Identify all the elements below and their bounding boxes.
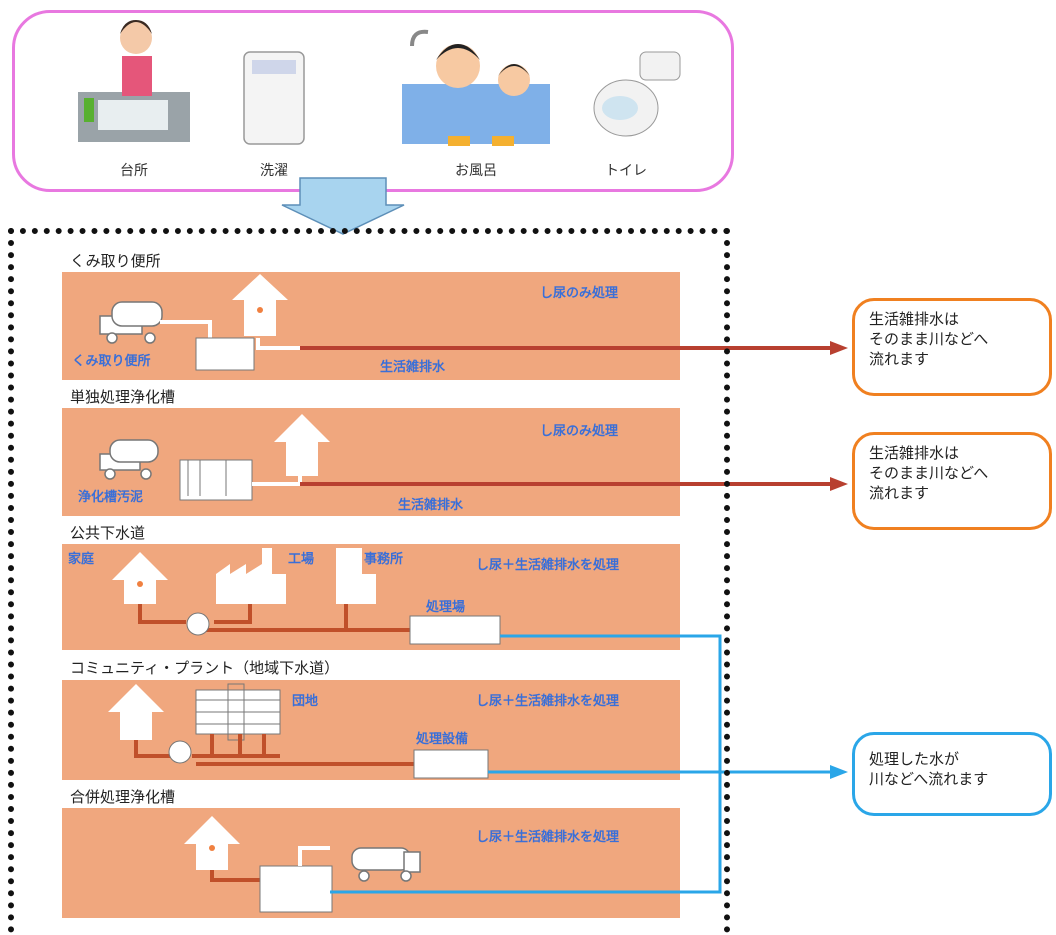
section-title-community: コミュニティ・プラント（地域下水道） <box>70 659 340 677</box>
label-treatment-plant: 処理場 <box>426 600 466 615</box>
section-title-kumitori: くみ取り便所 <box>70 252 161 270</box>
toilet-label: トイレ <box>605 163 647 179</box>
kitchen-icon <box>78 20 190 142</box>
callout-untreated-2-line2: そのまま川などへ <box>869 464 989 482</box>
office-icon <box>336 548 362 604</box>
treated-water-line <box>330 634 722 894</box>
label-graywater-1: 生活雑排水 <box>380 360 446 375</box>
laundry-label: 洗濯 <box>260 163 288 179</box>
label-office: 事務所 <box>364 552 404 567</box>
vacuum-truck-icon <box>351 847 421 882</box>
vacuum-truck-icon <box>99 439 159 480</box>
callout-untreated-1-line3: 流れます <box>869 350 930 368</box>
house-icon <box>108 684 164 740</box>
label-treatment-facility: 処理設備 <box>416 732 469 747</box>
tag-tandoku: し尿のみ処理 <box>540 424 619 439</box>
callout-untreated-1-line1: 生活雑排水は <box>869 310 960 328</box>
house-icon <box>112 552 168 604</box>
callout-untreated-1-line2: そのまま川などへ <box>869 330 989 348</box>
treatment-facility <box>413 749 489 779</box>
house-icon <box>232 274 288 336</box>
washing-machine-icon <box>243 51 305 145</box>
label-septic-sludge: 浄化槽汚泥 <box>78 490 144 505</box>
tag-community: し尿＋生活雑排水を処理 <box>476 694 620 709</box>
combined-septic-tank <box>259 865 333 913</box>
callout-untreated-2-line1: 生活雑排水は <box>869 444 960 462</box>
section-title-gesuido: 公共下水道 <box>70 524 146 542</box>
band-kumitori <box>62 272 680 380</box>
down-arrow-icon <box>281 177 405 235</box>
callout-treated: 処理した水が 川などへ流れます <box>852 732 1052 816</box>
section-title-tandoku: 単独処理浄化槽 <box>70 388 176 406</box>
treatment-plant <box>409 615 501 645</box>
label-home: 家庭 <box>68 552 95 567</box>
bath-label: お風呂 <box>455 163 497 179</box>
tag-gappei: し尿＋生活雑排水を処理 <box>476 830 620 845</box>
band-tandoku <box>62 408 680 516</box>
callout-untreated-2: 生活雑排水は そのまま川などへ 流れます <box>852 432 1052 530</box>
section-title-gappei: 合併処理浄化槽 <box>70 788 176 806</box>
tag-gesuido: し尿＋生活雑排水を処理 <box>476 558 620 573</box>
label-factory: 工場 <box>288 552 315 567</box>
toilet-icon <box>593 51 681 137</box>
bath-icon <box>402 29 550 146</box>
septic-tank <box>179 459 253 501</box>
label-graywater-2: 生活雑排水 <box>398 498 464 513</box>
callout-untreated-1: 生活雑排水は そのまま川などへ 流れます <box>852 298 1052 396</box>
label-estate: 団地 <box>292 694 319 709</box>
pit-tank <box>195 337 255 371</box>
label-kumitori-toilet: くみ取り便所 <box>72 354 151 369</box>
callout-treated-line1: 処理した水が <box>869 750 960 768</box>
callout-treated-line2: 川などへ流れます <box>869 770 989 788</box>
callout-untreated-2-line3: 流れます <box>869 484 930 502</box>
house-icon <box>274 414 330 476</box>
house-icon <box>184 816 240 870</box>
tag-kumitori: し尿のみ処理 <box>540 286 619 301</box>
vacuum-truck-icon <box>99 301 163 344</box>
treatment-systems-panel <box>8 228 730 933</box>
kitchen-label: 台所 <box>120 163 148 179</box>
factory-icon <box>216 548 286 604</box>
